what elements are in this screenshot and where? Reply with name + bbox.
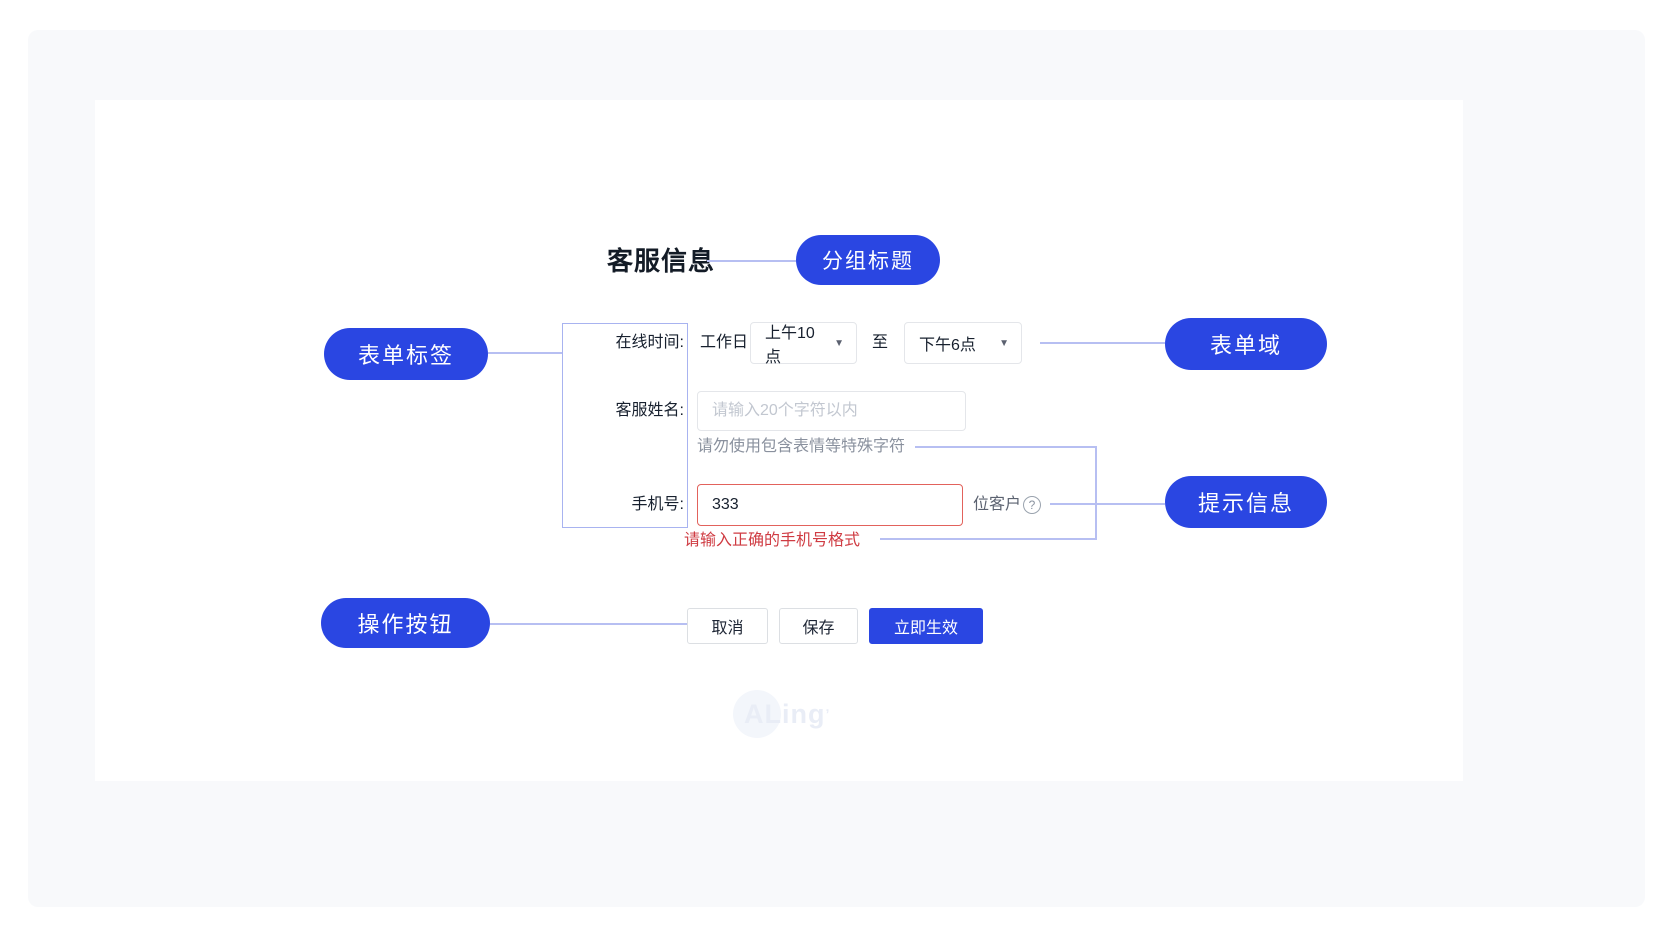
label-column-box	[562, 323, 688, 528]
connector-hint-bracket-line	[1095, 446, 1097, 540]
apply-button-label: 立即生效	[893, 620, 958, 637]
weekday-text: 工作日	[700, 334, 749, 351]
annotation-pill-form-label: 表单标签	[324, 328, 488, 380]
page-title: 客服信息	[607, 246, 716, 276]
annotation-pill-hint-info-label: 提示信息	[1197, 491, 1294, 516]
annotation-pill-form-label-label: 表单标签	[357, 343, 454, 368]
annotation-pill-action-buttons-label: 操作按钮	[357, 612, 454, 637]
cancel-button-label: 取消	[711, 620, 744, 637]
end-time-select[interactable]: 下午6点 ▼	[904, 322, 1022, 364]
annotation-pill-hint-info: 提示信息	[1165, 476, 1327, 528]
connector-hint-top-line	[915, 446, 1096, 448]
phone-suffix-text: 位客户	[973, 496, 1022, 513]
save-button[interactable]: 保存	[779, 608, 858, 644]
end-time-selected-value: 下午6点	[919, 337, 976, 354]
content-card	[95, 100, 1463, 781]
connector-group-title-line	[707, 260, 796, 262]
annotation-pill-form-field: 表单域	[1165, 318, 1327, 370]
connector-hint-bottom-line	[880, 538, 1096, 540]
time-joiner-text: 至	[872, 334, 889, 351]
annotation-pill-group-title: 分组标题	[796, 235, 940, 285]
connector-tip-line	[1050, 503, 1165, 505]
phone-input[interactable]	[697, 484, 963, 526]
cancel-button[interactable]: 取消	[687, 608, 768, 644]
save-button-label: 保存	[802, 620, 835, 637]
apply-button[interactable]: 立即生效	[869, 608, 983, 644]
chevron-down-icon: ▼	[834, 337, 844, 349]
service-name-label: 客服姓名:	[615, 402, 684, 419]
start-time-select[interactable]: 上午10点 ▼	[750, 322, 857, 366]
service-name-input[interactable]	[697, 391, 966, 431]
watermark-mark: ʼ	[825, 706, 831, 722]
connector-form-label-line	[488, 352, 562, 354]
help-icon[interactable]: ?	[1023, 496, 1041, 514]
chevron-down-icon: ▼	[999, 337, 1009, 349]
service-name-hint: 请勿使用包含表情等特殊字符	[697, 438, 906, 455]
phone-label: 手机号:	[631, 496, 684, 513]
connector-form-field-line	[1040, 342, 1165, 344]
watermark-text: ALingʼ	[744, 699, 831, 729]
annotation-pill-group-title-label: 分组标题	[822, 250, 914, 273]
connector-actions-line	[490, 623, 687, 625]
annotation-pill-form-field-label: 表单域	[1209, 333, 1282, 358]
phone-error-text: 请输入正确的手机号格式	[684, 532, 861, 549]
watermark-circle	[733, 690, 781, 738]
annotation-pill-action-buttons: 操作按钮	[321, 598, 490, 648]
online-time-label: 在线时间:	[615, 334, 684, 351]
start-time-selected-value: 上午10点	[765, 325, 815, 366]
